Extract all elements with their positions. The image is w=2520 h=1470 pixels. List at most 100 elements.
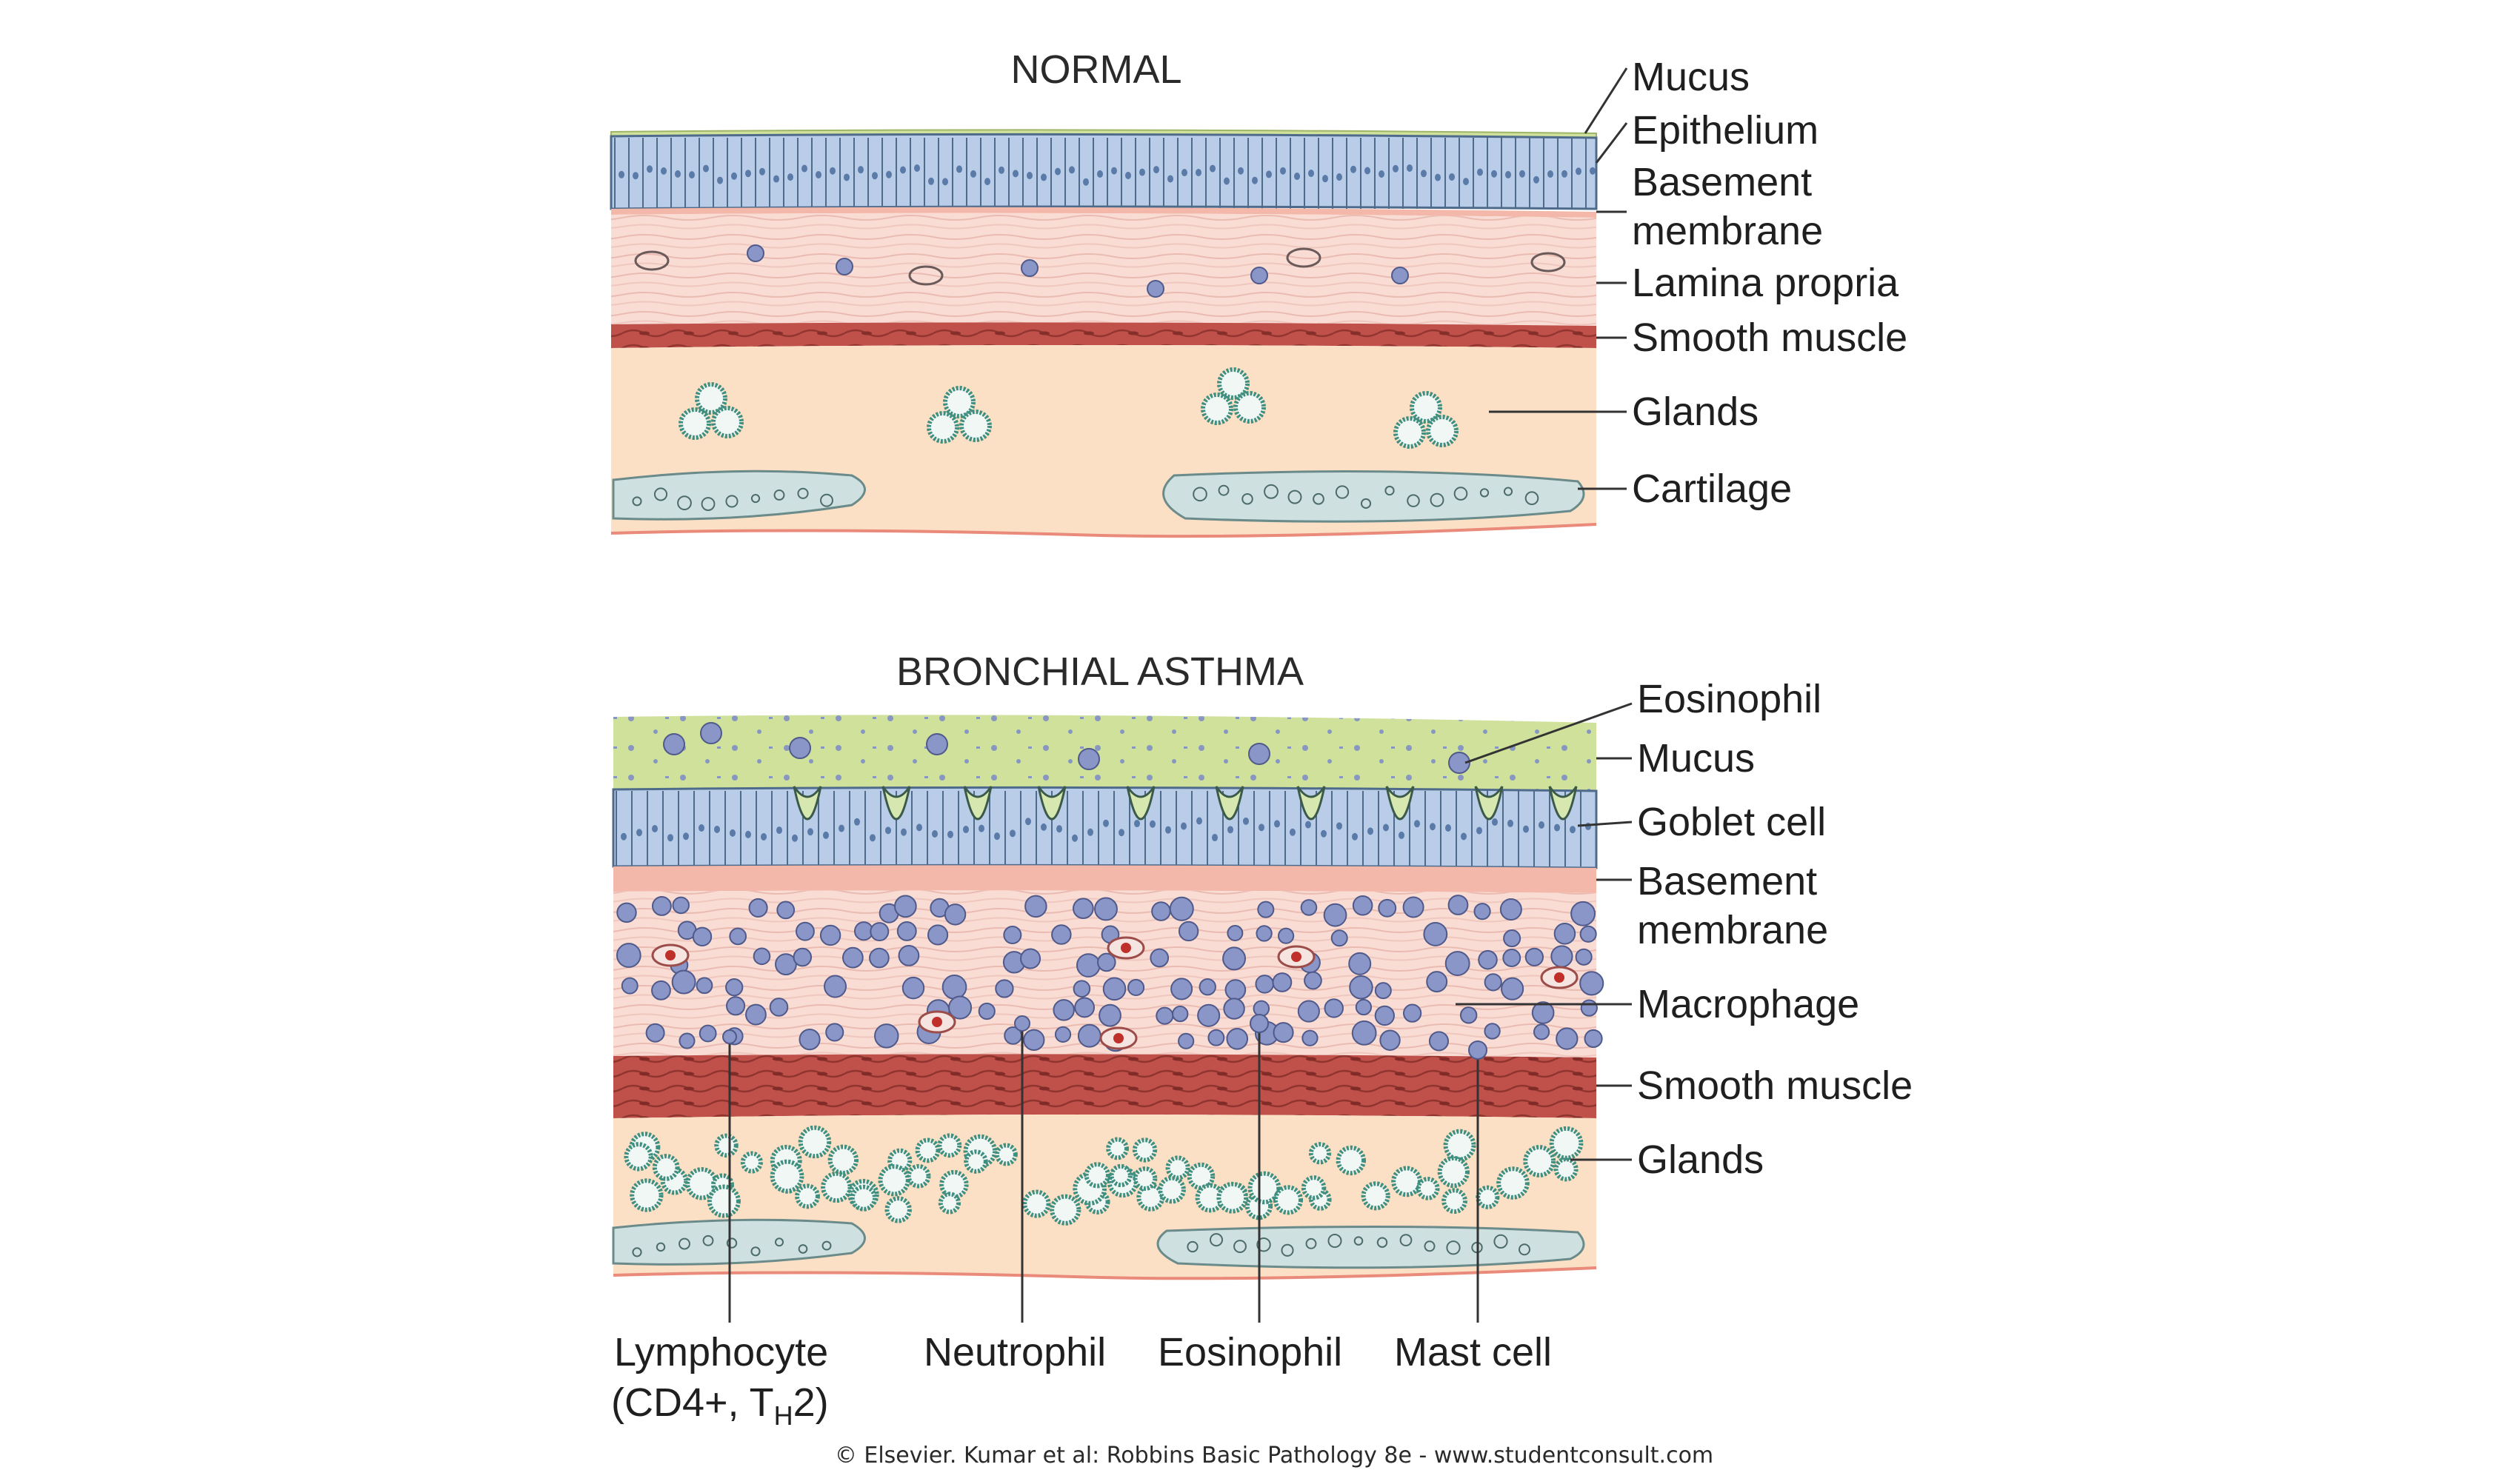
nucleus: [1010, 829, 1016, 837]
eosinophil: [1249, 744, 1270, 764]
nucleus: [1165, 826, 1171, 834]
nucleus: [1350, 166, 1356, 173]
nucleus: [745, 831, 751, 838]
inflammatory-cell: [1485, 974, 1501, 990]
nucleus: [1590, 167, 1596, 175]
nucleus: [1547, 170, 1553, 178]
gland-acinus: [797, 1186, 818, 1206]
inflammatory-cell: [843, 948, 863, 968]
nucleus: [1561, 170, 1567, 178]
inflammatory-cell: [700, 1026, 716, 1042]
nucleus: [1407, 164, 1413, 172]
gland-acinus: [1024, 1192, 1048, 1215]
gland-acinus: [1440, 1158, 1467, 1186]
nucleus: [1476, 827, 1482, 835]
asthma-label-basement-1: Basement: [1637, 859, 1817, 903]
nucleus: [942, 178, 948, 185]
inflammatory-cell: [1551, 946, 1572, 966]
nucleus: [1087, 829, 1093, 836]
nucleus: [994, 832, 1000, 840]
inflammatory-cell: [1424, 923, 1447, 946]
inflammatory-cell: [697, 978, 713, 993]
inflammatory-cell: [1079, 1025, 1101, 1047]
inflammatory-cell: [1171, 978, 1192, 999]
inflammatory-cell: [1156, 1008, 1173, 1024]
inflammatory-cell: [1053, 1000, 1073, 1020]
asthma-label-goblet-cell: Goblet cell: [1637, 800, 1826, 844]
gland-acinus: [1219, 1184, 1246, 1212]
nucleus: [703, 165, 709, 173]
inflammatory-cell: [617, 903, 636, 922]
nucleus: [1027, 172, 1033, 179]
inflammatory-cell: [1576, 949, 1592, 965]
inflammatory-cell: [1332, 930, 1347, 946]
nucleus: [689, 171, 695, 178]
label-lymphocyte-subtype: (CD4+, TH2): [611, 1380, 829, 1431]
nucleus: [1266, 170, 1272, 178]
nucleus: [844, 173, 850, 181]
inflammatory-cell: [1555, 923, 1576, 944]
nucleus: [1103, 820, 1109, 827]
red-blood-cell: [1554, 972, 1564, 983]
nucleus: [816, 171, 821, 178]
nucleus: [745, 170, 751, 177]
normal-label-lamina-propria: Lamina propria: [1632, 261, 1899, 305]
nucleus: [621, 833, 627, 841]
nucleus: [1492, 818, 1498, 826]
nucleus: [773, 176, 779, 183]
inflammatory-cell: [1503, 949, 1520, 966]
gland-acinus: [1236, 393, 1264, 421]
nucleus: [675, 170, 681, 178]
inflammatory-cell: [1179, 1034, 1193, 1049]
nucleus: [900, 167, 906, 174]
nucleus: [1072, 835, 1078, 842]
gland-acinus: [632, 1180, 661, 1209]
label-neutrophil: Neutrophil: [924, 1330, 1106, 1374]
gland-acinus: [1396, 418, 1424, 447]
gland-acinus: [880, 1166, 907, 1194]
nucleus: [667, 834, 673, 841]
inflammatory-cell: [1581, 1000, 1597, 1016]
nucleus: [1379, 170, 1384, 178]
nucleus: [1097, 170, 1103, 178]
inflammatory-cell: [727, 997, 744, 1015]
gland-acinus: [1525, 1147, 1553, 1175]
nucleus: [1445, 824, 1451, 832]
normal-label-basement-1: Basement: [1632, 160, 1812, 204]
eosinophil: [790, 738, 810, 758]
nucleus: [1554, 824, 1560, 832]
normal-title: NORMAL: [1010, 47, 1181, 92]
inflammatory-cell: [1324, 904, 1347, 926]
nucleus: [1134, 820, 1140, 827]
inflammatory-cell: [1350, 976, 1372, 998]
inflammatory-cell: [898, 922, 916, 941]
nucleus: [1321, 830, 1327, 838]
nucleus: [963, 826, 969, 833]
inflammatory-cell: [796, 923, 814, 941]
label-lymphocyte: Lymphocyte: [614, 1330, 828, 1374]
nucleus: [1212, 834, 1218, 841]
gland-acinus: [909, 1166, 929, 1186]
nucleus: [901, 829, 907, 836]
nucleus: [1519, 170, 1525, 178]
inflammatory-cell: [1474, 903, 1490, 919]
inflammatory-cell: [1571, 902, 1595, 926]
red-blood-cell: [665, 950, 676, 960]
inflammatory-cell: [679, 1033, 694, 1048]
nucleus: [1181, 169, 1187, 176]
gland-acinus: [830, 1147, 856, 1173]
copyright-caption: © Elsevier. Kumar et al: Robbins Basic P…: [835, 1443, 1713, 1469]
inflammatory-cell: [1356, 1000, 1371, 1015]
gland-acinus: [853, 1187, 875, 1209]
gland-acinus: [655, 1156, 678, 1179]
nucleus: [830, 167, 836, 175]
gland-acinus: [1499, 1169, 1527, 1197]
inflammatory-cell: [1279, 929, 1293, 943]
inflammatory-cell: [1376, 983, 1391, 998]
nucleus: [1252, 177, 1258, 184]
nucleus: [1367, 827, 1373, 835]
inflammatory-cell: [1325, 999, 1343, 1017]
inflammatory-cell: [622, 978, 638, 994]
inflammatory-cell: [870, 923, 888, 941]
normal-cartilage-right: [1164, 472, 1584, 522]
